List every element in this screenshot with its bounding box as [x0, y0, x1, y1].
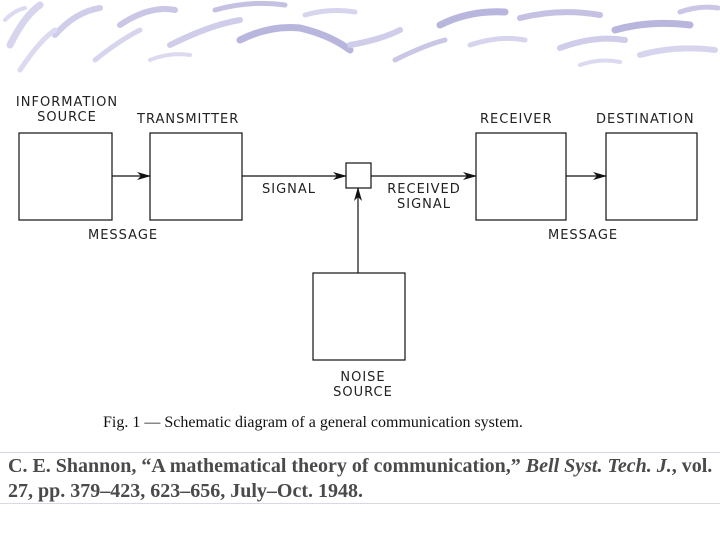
destination-box — [605, 132, 698, 221]
information-source-box — [18, 132, 113, 221]
noise-source-box — [312, 272, 406, 361]
message-label-right: MESSAGE — [548, 228, 619, 243]
decorative-banner — [0, 0, 720, 80]
citation-authors-title: C. E. Shannon, “A mathematical theory of… — [8, 455, 526, 477]
destination-label: DESTINATION — [596, 112, 695, 127]
noise-source-label-line2: SOURCE — [333, 385, 393, 400]
message-label-left: MESSAGE — [88, 228, 159, 243]
information-source-label-line1: INFORMATION — [15, 95, 119, 110]
received-signal-label: RECEIVED SIGNAL — [378, 182, 470, 212]
transmitter-label: TRANSMITTER — [137, 112, 240, 127]
banner-brush-strokes — [3, 0, 720, 73]
receiver-label: RECEIVER — [480, 112, 553, 127]
communication-diagram — [18, 132, 698, 361]
information-source-label-line2: SOURCE — [37, 110, 97, 125]
transmitter-box — [149, 132, 243, 221]
noise-junction-box — [345, 162, 372, 189]
information-source-label: INFORMATION SOURCE — [8, 95, 126, 125]
citation-divider-top — [0, 452, 720, 453]
citation-divider-bottom — [0, 503, 720, 504]
figure-caption: Fig. 1 — Schematic diagram of a general … — [103, 414, 523, 431]
received-signal-label-line1: RECEIVED — [387, 182, 461, 197]
signal-label: SIGNAL — [262, 182, 317, 197]
noise-source-label-line1: NOISE — [340, 370, 386, 385]
received-signal-label-line2: SIGNAL — [396, 197, 452, 212]
citation-journal: Bell Syst. Tech. J. — [525, 455, 672, 477]
receiver-box — [475, 132, 567, 221]
citation: C. E. Shannon, “A mathematical theory of… — [8, 454, 720, 504]
citation-details: , vol. 27, pp. 379–423, 623–656, July–Oc… — [8, 455, 713, 502]
noise-source-label: NOISE SOURCE — [318, 370, 408, 400]
